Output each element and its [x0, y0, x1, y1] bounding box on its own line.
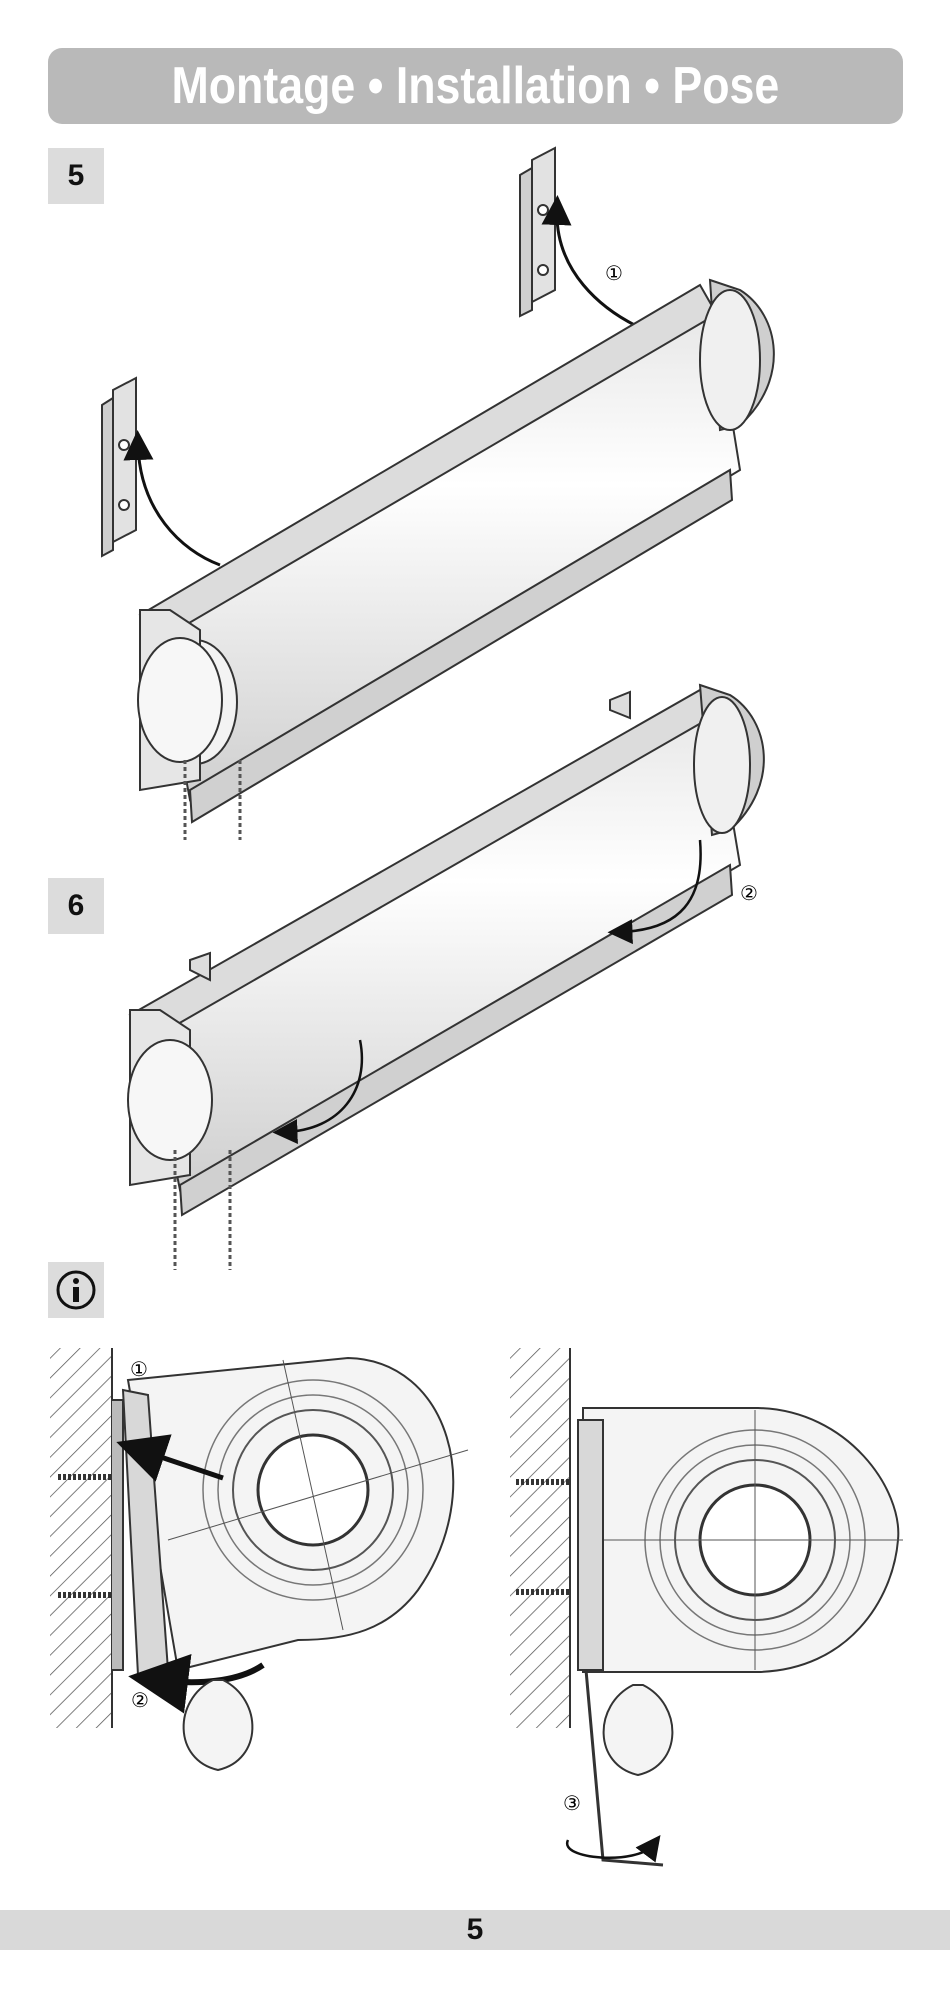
chain-guide-icon [604, 1685, 673, 1775]
step-6-badge: 6 [48, 878, 104, 934]
info-badge [48, 1262, 104, 1318]
info-icon [54, 1268, 98, 1312]
info-detail-left-illustration: ① ② [48, 1340, 478, 1790]
callout-2: ② [740, 881, 758, 905]
chain-guide-icon [184, 1680, 253, 1770]
arrow-icon [138, 445, 220, 565]
rotate-arrow-icon [567, 1840, 653, 1858]
end-cap-icon [578, 1408, 903, 1672]
step-6-number: 6 [68, 889, 85, 923]
page-number: 5 [467, 1913, 484, 1947]
callout-2: ② [131, 1688, 149, 1712]
arrow-icon [158, 1665, 263, 1682]
roller-blind-icon [128, 685, 764, 1270]
wall-section [510, 1348, 570, 1728]
callout-1: ① [605, 261, 623, 285]
step-6-illustration: ② [100, 670, 860, 1270]
bracket-left-icon [102, 378, 136, 556]
step-5-number: 5 [68, 159, 85, 193]
end-cap-icon [123, 1358, 468, 1675]
footer-bar: 5 [0, 1910, 950, 1950]
bracket-right-icon [520, 148, 555, 316]
callout-3: ③ [563, 1791, 581, 1815]
callout-1: ① [130, 1357, 148, 1381]
page-title: Montage • Installation • Pose [172, 56, 780, 116]
info-detail-right-illustration: ③ [508, 1340, 908, 1900]
page-title-bar: Montage • Installation • Pose [48, 48, 903, 124]
step-5-badge: 5 [48, 148, 104, 204]
arrow-icon [557, 210, 645, 330]
wall-section [50, 1348, 112, 1728]
